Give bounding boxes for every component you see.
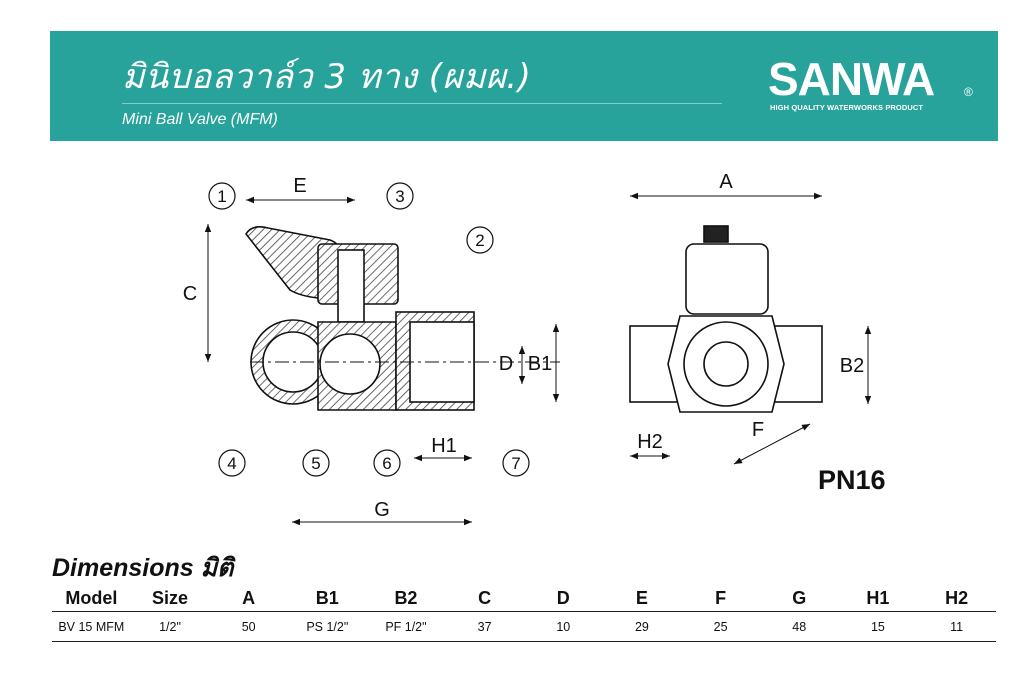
body-bore-inner xyxy=(703,341,749,387)
dim-label-b2: B2 xyxy=(840,355,864,377)
part-number-7: 7 xyxy=(511,454,520,473)
side-section-view xyxy=(245,226,560,411)
cell-e: 29 xyxy=(602,611,682,642)
part-number-5: 5 xyxy=(311,454,320,473)
cell-a: 50 xyxy=(209,611,288,642)
product-title-thai: มินิบอลวาล์ว 3 ทาง (ผมผ.) xyxy=(122,57,532,97)
cell-c: 37 xyxy=(445,611,524,642)
col-f: F xyxy=(681,586,760,612)
dimensions-title: Dimensions มิติ xyxy=(52,554,234,582)
part-number-6: 6 xyxy=(382,454,391,473)
part-number-3: 3 xyxy=(395,187,404,206)
dim-label-h1: H1 xyxy=(431,435,457,457)
col-model: Model xyxy=(52,586,131,612)
registered-mark: ® xyxy=(964,85,973,99)
col-a: A xyxy=(209,586,288,612)
col-d: D xyxy=(523,586,603,612)
col-b2: B2 xyxy=(366,586,446,612)
col-e: E xyxy=(602,586,682,612)
col-b1: B1 xyxy=(287,586,367,612)
dimension-lines xyxy=(204,192,872,526)
dim-label-d: D xyxy=(499,353,513,375)
part-callouts xyxy=(208,182,530,477)
product-title-english: Mini Ball Valve (MFM) xyxy=(122,111,278,128)
front-view xyxy=(629,225,823,413)
part-number-2: 2 xyxy=(475,231,484,250)
callout-3 xyxy=(386,182,414,210)
callout-4 xyxy=(218,449,246,477)
col-size: Size xyxy=(130,586,210,612)
cell-size: 1/2" xyxy=(130,611,210,642)
col-g: G xyxy=(759,586,839,612)
col-h2: H2 xyxy=(917,586,996,612)
callout-2 xyxy=(466,226,494,254)
front-lever xyxy=(685,243,769,315)
brand-tagline: HIGH QUALITY WATERWORKS PRODUCT xyxy=(770,103,924,112)
table-header-row: Model Size A B1 B2 C D E F G H1 H2 xyxy=(52,586,996,612)
header-banner: มินิบอลวาล์ว 3 ทาง (ผมผ.) Mini Ball Valv… xyxy=(50,31,998,141)
dim-label-e: E xyxy=(293,175,306,197)
cell-h1: 15 xyxy=(838,611,918,642)
dim-label-h2: H2 xyxy=(637,431,663,453)
col-c: C xyxy=(445,586,524,612)
cell-model: BV 15 MFM xyxy=(52,611,131,642)
cell-d: 10 xyxy=(523,611,603,642)
table-row: BV 15 MFM 1/2" 50 PS 1/2" PF 1/2" 37 10 … xyxy=(52,611,996,642)
brand-logo: SANWA ® HIGH QUALITY WATERWORKS PRODUCT xyxy=(768,51,978,121)
dim-label-b1: B1 xyxy=(528,353,552,375)
stem xyxy=(337,249,365,323)
part-number-1: 1 xyxy=(217,187,226,206)
part-number-4: 4 xyxy=(227,454,236,473)
technical-drawing: 1 2 3 4 5 6 7 E C B1 D G H1 A B2 H2 F xyxy=(183,171,872,526)
callout-6 xyxy=(373,449,401,477)
dim-label-a: A xyxy=(719,171,733,193)
dimensions-table: Model Size A B1 B2 C D E F G H1 H2 BV 15… xyxy=(52,586,996,642)
dim-label-g: G xyxy=(374,499,390,521)
dim-label-f: F xyxy=(752,419,764,441)
brand-name: SANWA xyxy=(768,53,935,105)
cell-b1: PS 1/2" xyxy=(287,611,367,642)
cell-b2: PF 1/2" xyxy=(366,611,446,642)
callout-5 xyxy=(302,449,330,477)
ball xyxy=(319,333,381,395)
callout-1 xyxy=(208,182,236,210)
col-h1: H1 xyxy=(838,586,918,612)
title-divider xyxy=(122,103,722,104)
cell-g: 48 xyxy=(759,611,839,642)
cell-f: 25 xyxy=(681,611,760,642)
pressure-rating: PN16 xyxy=(818,465,886,495)
cell-h2: 11 xyxy=(917,611,996,642)
dim-label-c: C xyxy=(183,283,197,305)
callout-7 xyxy=(502,449,530,477)
